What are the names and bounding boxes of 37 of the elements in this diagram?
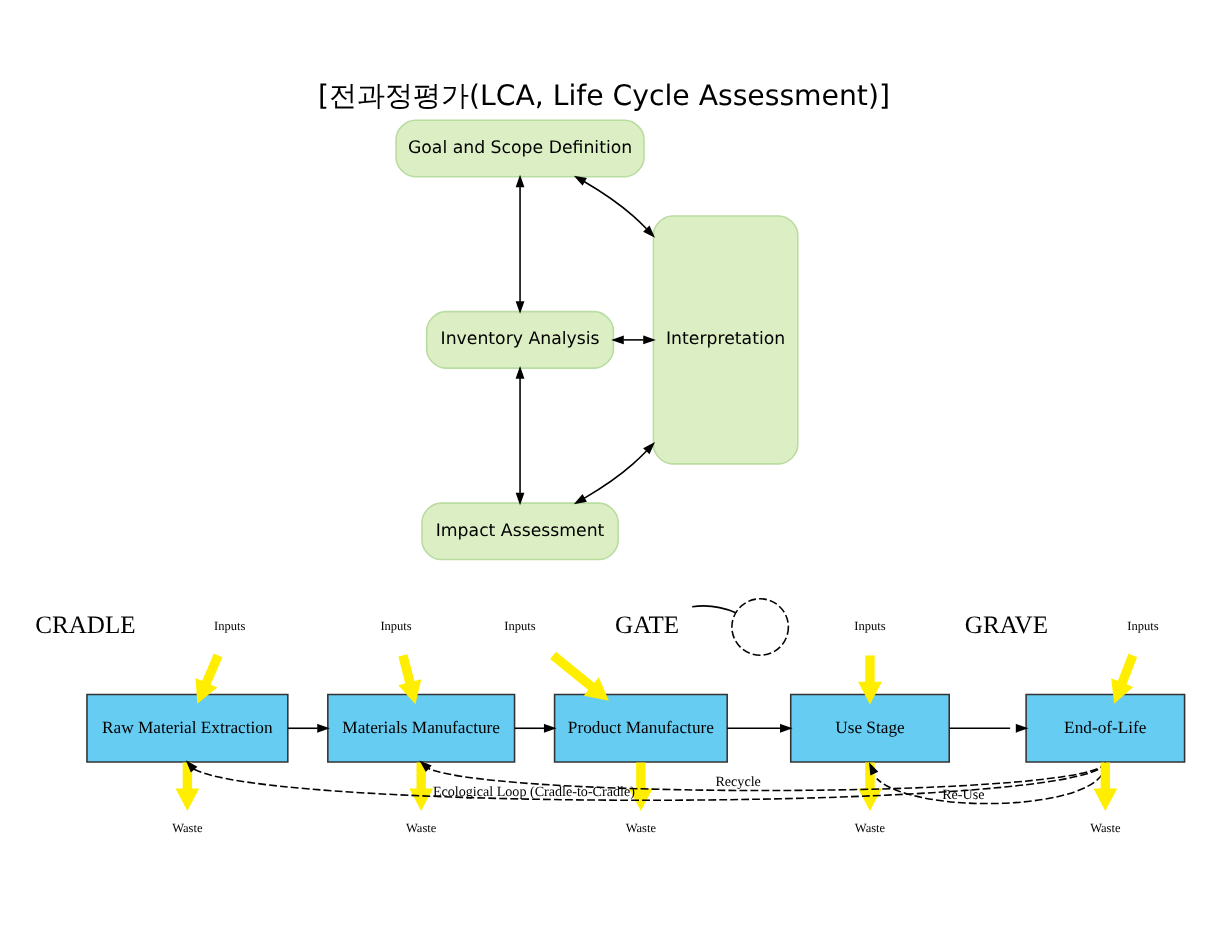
arrow — [515, 365, 525, 505]
arrow — [398, 653, 422, 704]
arrow — [550, 650, 609, 700]
arrow — [611, 334, 656, 344]
arrow — [948, 722, 1029, 732]
arrow — [573, 441, 655, 504]
node-circle — [731, 597, 790, 656]
arrow — [419, 759, 1107, 791]
node-box: Impact Assessment — [421, 501, 619, 560]
arrow — [628, 761, 653, 811]
arrow — [287, 722, 330, 732]
label: GRAVE — [964, 610, 1049, 639]
arrow — [858, 761, 882, 811]
arrow — [726, 722, 793, 732]
arrow — [409, 761, 434, 811]
node-box: Goal and Scope Definition — [395, 118, 645, 177]
arrow — [513, 722, 557, 732]
arrow — [185, 759, 1107, 800]
connector — [691, 604, 737, 613]
node-box: Raw Material Extraction — [86, 692, 289, 762]
arrow — [515, 173, 525, 313]
node-box: Interpretation — [652, 214, 799, 464]
arrow — [195, 652, 223, 703]
node-box: Use Stage — [789, 692, 950, 762]
arrow — [573, 174, 655, 237]
arrow — [868, 761, 1107, 804]
node-box: End-of-Life — [1025, 692, 1186, 762]
node-box: Product Manufacture — [553, 692, 728, 762]
label: CRADLE — [35, 610, 136, 639]
node-box: Materials Manufacture — [327, 692, 516, 762]
arrow — [1111, 652, 1138, 703]
node-box: Inventory Analysis — [425, 309, 615, 368]
diagram-title: [전과정평가(LCA, Life Cycle Assessment)] — [318, 80, 890, 113]
arrow — [1093, 761, 1118, 811]
arrow — [858, 654, 882, 704]
node-text: GATE — [615, 610, 680, 639]
arrow — [175, 761, 200, 811]
